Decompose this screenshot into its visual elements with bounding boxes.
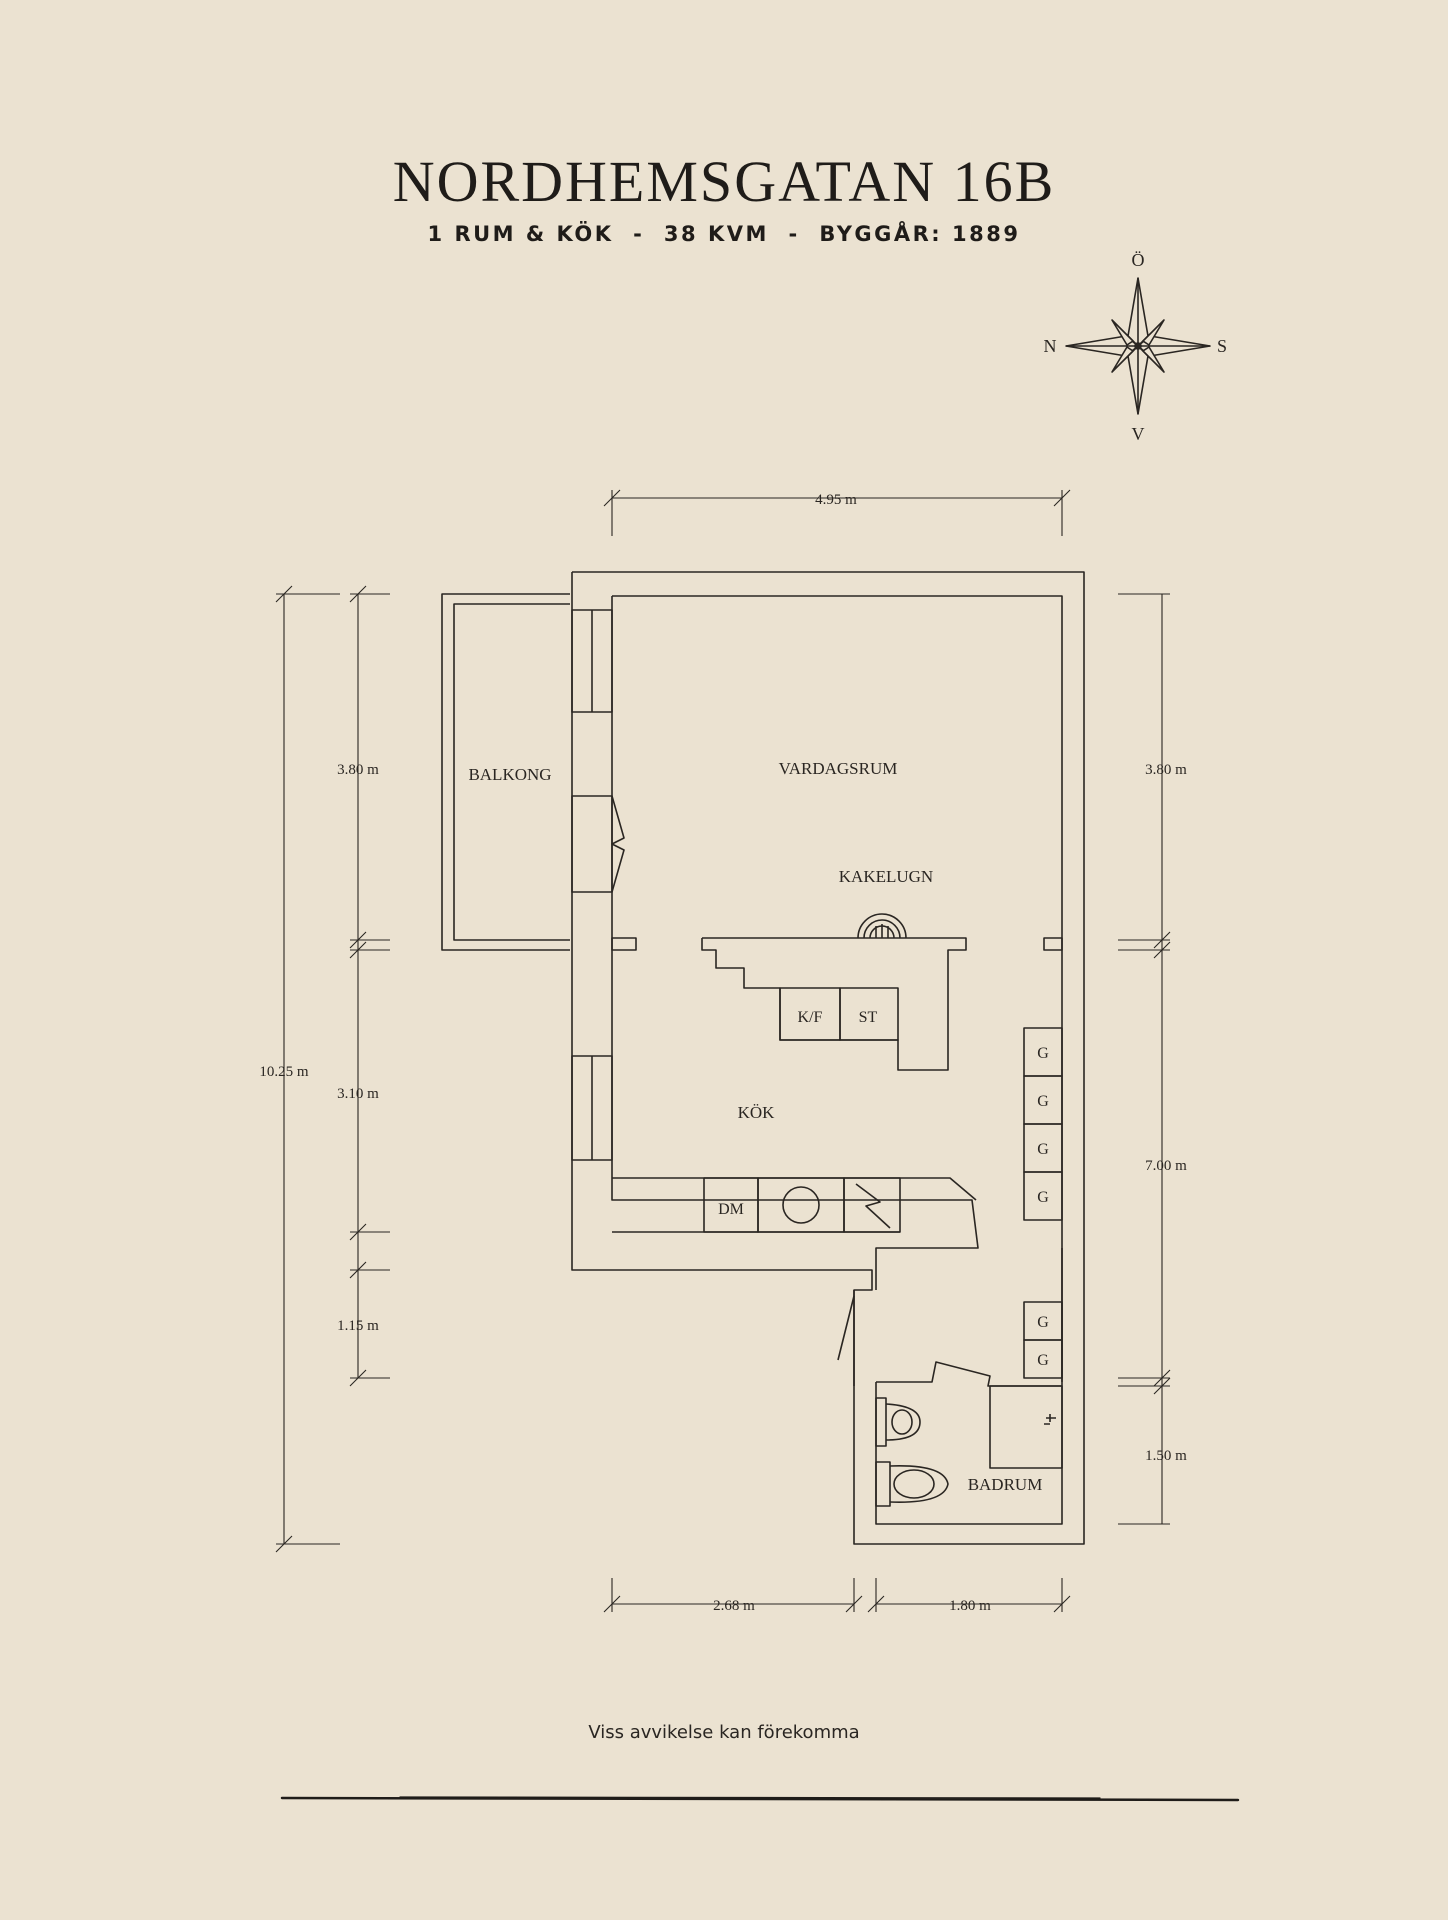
exterior-wall bbox=[571, 571, 1085, 1545]
dimension-left-lower: 1.15 m bbox=[337, 1318, 379, 1334]
compass-label-top: Ö bbox=[1132, 250, 1145, 270]
kitchen-counter bbox=[701, 937, 967, 1071]
compass-rose-icon bbox=[1065, 277, 1211, 415]
wardrobe-label: G bbox=[1037, 1352, 1049, 1369]
room-label-kitchen: KÖK bbox=[738, 1103, 776, 1122]
tile-stove-icon bbox=[857, 913, 907, 939]
balcony bbox=[441, 593, 570, 951]
page-subtitle: 1 RUM & KÖK - 38 KVM - BYGGÅR: 1889 bbox=[427, 222, 1021, 246]
wardrobe-label: G bbox=[1037, 1045, 1049, 1062]
dimension-bottom-left: 2.68 m bbox=[713, 1598, 755, 1614]
room-label-bathroom: BADRUM bbox=[968, 1475, 1043, 1494]
wardrobe-label: G bbox=[1037, 1141, 1049, 1158]
wardrobe-label: G bbox=[1037, 1093, 1049, 1110]
dimension-top-width: 4.95 m bbox=[815, 492, 857, 508]
window bbox=[571, 609, 613, 1161]
decorative-brush-stroke bbox=[280, 1796, 1240, 1802]
balcony-door bbox=[571, 795, 625, 893]
dimension-right-upper: 3.80 m bbox=[1145, 762, 1187, 778]
dimension-right-lower: 1.50 m bbox=[1145, 1448, 1187, 1464]
dimension-left-middle: 3.10 m bbox=[337, 1086, 379, 1102]
compass-label-right: S bbox=[1217, 336, 1227, 356]
room-label-stove: KAKELUGN bbox=[839, 867, 933, 886]
appliance-label-fridge: K/F bbox=[798, 1009, 823, 1026]
dimension-right-middle: 7.00 m bbox=[1145, 1158, 1187, 1174]
wardrobe bbox=[1023, 1027, 1063, 1379]
dimension-left-total: 10.25 m bbox=[259, 1064, 309, 1080]
kitchen-counter bbox=[612, 1177, 977, 1233]
bathroom bbox=[875, 1361, 1063, 1507]
wardrobe-label: G bbox=[1037, 1189, 1049, 1206]
disclaimer-text: Viss avvikelse kan förekomma bbox=[588, 1722, 860, 1743]
compass-label-left: N bbox=[1044, 336, 1057, 356]
dimension-left-upper: 3.80 m bbox=[337, 762, 379, 778]
interior-wall bbox=[611, 937, 1063, 951]
door bbox=[837, 1290, 855, 1386]
room-label-living: VARDAGSRUM bbox=[779, 759, 898, 778]
appliance-label-oven: ST bbox=[859, 1009, 878, 1026]
dimension-lines bbox=[275, 489, 1171, 1613]
appliance-label-dishwasher: DM bbox=[718, 1201, 744, 1218]
wardrobe-label: G bbox=[1037, 1314, 1049, 1331]
compass-label-bottom: V bbox=[1132, 424, 1145, 444]
room-label-balcony: BALKONG bbox=[468, 765, 551, 784]
page-title: NORDHEMSGATAN 16B bbox=[392, 149, 1056, 214]
dimension-bottom-right: 1.80 m bbox=[949, 1598, 991, 1614]
